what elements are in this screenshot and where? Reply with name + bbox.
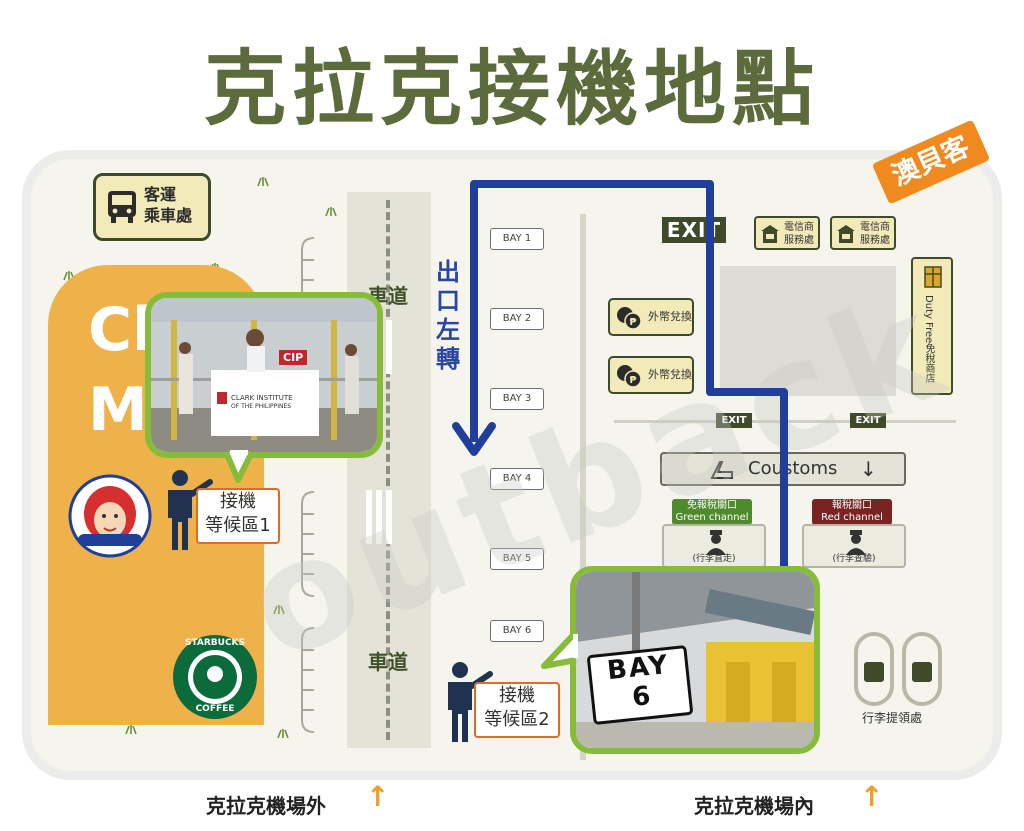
coin-icon: ₱ — [617, 365, 642, 388]
turn-instruction: 出口左轉 — [436, 258, 460, 373]
exit-sign-1: EXIT — [716, 413, 752, 428]
bay-6: BAY 6 — [490, 620, 544, 642]
route-arrowhead — [452, 422, 496, 456]
baggage-claim-label: 行李提領處 — [862, 711, 923, 725]
duty-free-shop: Duty Free免稅商店 — [911, 257, 953, 395]
bubble-tail-1 — [223, 450, 255, 483]
waiting-area-2: 接機 等候區2 — [474, 682, 560, 738]
terminal-wall — [580, 214, 586, 760]
shop-icon — [924, 266, 942, 288]
photo-bubble-2: BAY 6 — [570, 566, 820, 754]
bus-stop-label: 客運 乘車處 — [144, 185, 193, 225]
page-title: 克拉克接機地點 — [203, 42, 820, 137]
telecom-service-desk-2: 電信商服務處 — [830, 216, 896, 250]
bus-icon — [108, 191, 136, 223]
green-channel-label: 免報稅關口 Green channel — [672, 499, 752, 525]
photo1-sign-line2: OF THE PHILIPPINES — [231, 403, 292, 410]
photo1-sign-line1: CLARK INSTITUTE — [231, 394, 293, 402]
person-waving-icon-1 — [168, 470, 213, 550]
photo1-sign-logo: CIP — [279, 350, 308, 365]
customs-icon — [710, 461, 733, 479]
arrow-up-icon: ↑ — [860, 780, 884, 813]
starbucks-logo: STARBUCKS COFFEE — [172, 634, 258, 720]
bay-3: BAY 3 — [490, 388, 544, 410]
photo-bubble-1: CIP CLARK INSTITUTE OF THE PHILIPPINES — [145, 292, 383, 458]
bay-5: BAY 5 — [490, 548, 544, 570]
currency-exchange-1: ₱ 外幣兌換 — [608, 298, 694, 336]
kiosk-icon — [761, 225, 779, 243]
waiting-area-1: 接機 等候區1 — [196, 488, 280, 544]
arrow-down-icon: ↓ — [860, 457, 877, 481]
kiosk-icon — [837, 225, 855, 243]
bay-6-sign: BAY 6 — [586, 644, 694, 726]
red-channel-booth: (行李查驗) — [802, 524, 906, 568]
road-label-bottom: 車道 — [368, 650, 408, 674]
starbucks-icon — [173, 635, 257, 719]
bay-2: BAY 2 — [490, 308, 544, 330]
bay-1: BAY 1 — [490, 228, 544, 250]
baggage-carousel-icon — [854, 632, 942, 706]
telecom-service-desk-1: 電信商服務處 — [754, 216, 820, 250]
wendys-logo — [68, 474, 152, 558]
arrow-up-icon: ↑ — [366, 780, 390, 813]
road-center-line — [386, 200, 390, 740]
bubble-tail-2 — [541, 629, 578, 669]
green-channel-booth: (行李直走) — [662, 524, 766, 568]
bay-4: BAY 4 — [490, 468, 544, 490]
officer-icon — [706, 530, 726, 555]
coin-icon: ₱ — [617, 307, 642, 330]
meeting-point-photo-1 — [151, 298, 377, 452]
inside-airport-label: 克拉克機場內 — [694, 794, 814, 818]
svg-text:₱: ₱ — [630, 317, 637, 328]
terminal-area — [720, 266, 896, 396]
bus-stop-sign: 客運 乘車處 — [93, 173, 211, 241]
mall-name: Cl M — [88, 295, 153, 445]
currency-exchange-2: ₱ 外幣兌換 — [608, 356, 694, 394]
officer-icon — [846, 530, 866, 555]
svg-text:₱: ₱ — [630, 375, 637, 386]
exit-sign-2: EXIT — [850, 413, 886, 428]
red-channel-label: 報稅關口 Red channel — [812, 499, 892, 525]
outside-airport-label: 克拉克機場外 — [206, 794, 326, 818]
